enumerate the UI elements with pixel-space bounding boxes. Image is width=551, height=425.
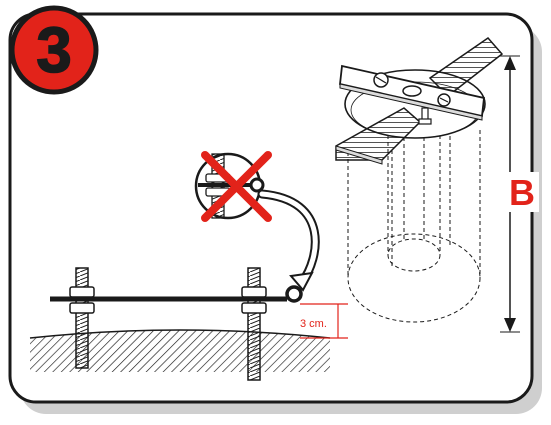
gap-measure: 3 cm. — [300, 303, 348, 339]
right-stake — [241, 267, 267, 381]
step-badge: 3 — [9, 5, 99, 95]
curved-arrow-icon — [257, 189, 320, 292]
wire-with-loop — [50, 285, 303, 303]
step-number: 3 — [36, 14, 72, 86]
ground — [29, 329, 331, 372]
clamp-bar — [339, 64, 485, 125]
wrong-detail — [194, 151, 272, 222]
cross-mark-icon — [201, 151, 272, 222]
gap-measure-label: 3 cm. — [300, 318, 327, 330]
dashed-base — [347, 122, 481, 323]
wooden-sticks — [335, 37, 504, 165]
height-label: B — [509, 172, 535, 213]
height-dimension: B — [500, 55, 539, 333]
